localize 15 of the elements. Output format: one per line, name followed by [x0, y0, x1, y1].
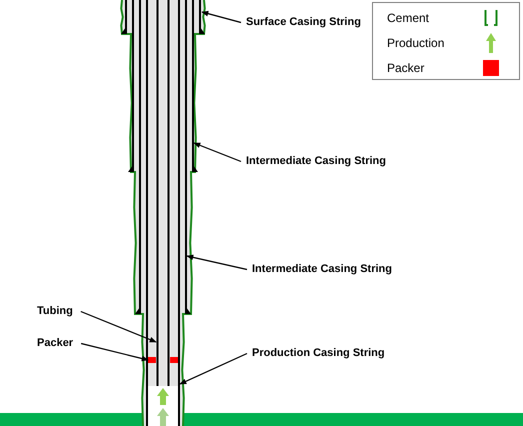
part-label: Packer: [37, 337, 74, 350]
part-label: Tubing: [37, 305, 73, 318]
legend-label: Cement: [387, 11, 430, 25]
leader-line: [80, 342, 149, 362]
part-label: Surface Casing String: [246, 16, 361, 29]
part-label: Production Casing String: [252, 347, 385, 360]
leader-line: [201, 10, 242, 24]
part-label: Intermediate Casing String: [246, 155, 386, 168]
leader-line: [193, 142, 242, 162]
legend-label: Production: [387, 36, 444, 50]
part-label: Intermediate Casing String: [252, 263, 392, 276]
legend-label: Packer: [387, 61, 424, 75]
leader-line: [80, 310, 157, 343]
leader-line: [179, 352, 248, 385]
leader-line: [186, 254, 248, 270]
